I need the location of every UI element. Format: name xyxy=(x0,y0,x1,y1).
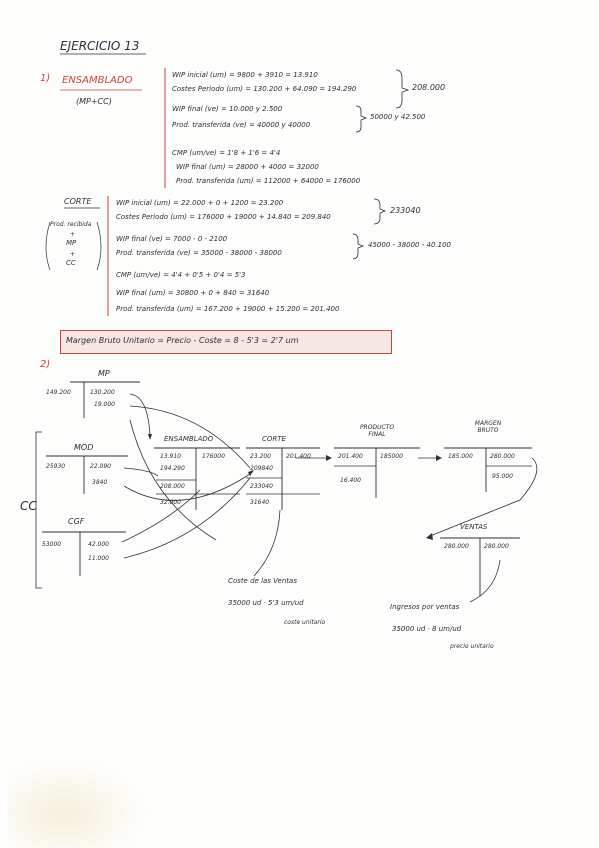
ensamblado-line: WIP final (ve) = 10.000 y 2.500 xyxy=(172,105,283,113)
coste-ventas-note: coste unitario xyxy=(284,619,326,626)
ensamblado-debit: 13.910 xyxy=(160,453,181,460)
ensamblado-credit: 176000 xyxy=(202,453,225,460)
margin-highlight xyxy=(60,330,392,354)
ensamblado-line: Prod. transferida (um) = 112000 + 64000 … xyxy=(176,177,361,185)
ensamblado-line: Costes Periodo (um) = 130.200 + 64.090 =… xyxy=(172,85,357,93)
producto-final-credit: 185000 xyxy=(380,453,403,460)
corte-line: Costes Periodo (um) = 176000 + 19000 + 1… xyxy=(116,213,331,221)
corte-line: WIP final (um) = 30800 + 0 + 840 = 31640 xyxy=(116,289,270,297)
producto-final-debit: 201.400 xyxy=(338,453,363,460)
corte-side-line: MP xyxy=(66,239,77,247)
corte-units: 45000 - 38000 - 40.100 xyxy=(368,241,451,249)
mod-debit: 25930 xyxy=(46,463,66,470)
ventas-account-title: VENTAS xyxy=(460,523,488,531)
mp-debit: 149.200 xyxy=(46,389,71,396)
margen-bruto-account-title: MARGEN BRUTO xyxy=(474,420,502,435)
mod-credit: 22.090 xyxy=(90,463,111,470)
coste-ventas-formula: 35000 ud · 5'3 um/ud xyxy=(228,599,304,607)
ensamblado-account-title: ENSAMBLADO xyxy=(164,435,214,443)
corte-debit: 233040 xyxy=(250,483,273,490)
mp-account-title: MP xyxy=(98,369,110,378)
ensamblado-debit: 32.000 xyxy=(160,499,181,506)
ensamblado-total: 208.000 xyxy=(412,83,446,92)
corte-side-line: + xyxy=(70,251,76,258)
part1-number: 1) xyxy=(40,73,51,84)
ensamblado-line: CMP (um/ve) = 1'8 + 1'6 = 4'4 xyxy=(172,149,281,157)
corte-side-line: CC xyxy=(66,259,76,267)
margen-bruto-credit: 280.000 xyxy=(490,453,515,460)
ensamblado-subheading: (MP+CC) xyxy=(76,97,112,106)
coste-ventas-label: Coste de las Ventas xyxy=(228,577,297,585)
ensamblado-line: Prod. transferida (ve) = 40000 y 40000 xyxy=(172,121,311,129)
exercise-title: EJERCICIO 13 xyxy=(60,39,140,53)
ventas-credit: 280.000 xyxy=(484,543,509,550)
corte-heading: CORTE xyxy=(64,197,92,206)
ensamblado-debit: 194.290 xyxy=(160,465,185,472)
producto-final-debit: 16.400 xyxy=(340,477,361,484)
corte-line: WIP final (ve) = 7000 - 0 - 2100 xyxy=(116,235,228,243)
corte-credit: 201.400 xyxy=(286,453,311,460)
ingresos-ventas-formula: 35000 ud · 8 um/ud xyxy=(392,625,462,633)
mod-credit: 3840 xyxy=(92,479,108,486)
margen-bruto-debit: 185.000 xyxy=(448,453,473,460)
corte-side-line: Prod. recibida xyxy=(50,221,92,228)
corte-debit: 23.200 xyxy=(250,453,271,460)
ensamblado-line: WIP inicial (um) = 9800 + 3910 = 13.910 xyxy=(172,71,318,79)
margen-bruto-credit: 95.000 xyxy=(492,473,513,480)
corte-debit: 31640 xyxy=(250,499,270,506)
cgf-debit: 53000 xyxy=(42,541,62,548)
mp-credit: 19.000 xyxy=(94,401,115,408)
ingresos-ventas-label: Ingresos por ventas xyxy=(390,603,460,611)
corte-line: Prod. transferida (ve) = 35000 - 38000 -… xyxy=(116,249,282,257)
cgf-credit: 42.000 xyxy=(88,541,109,548)
margin-formula: Margen Bruto Unitario = Precio - Coste =… xyxy=(66,336,299,345)
mod-account-title: MOD xyxy=(74,443,94,452)
ventas-debit: 280.000 xyxy=(444,543,469,550)
cgf-account-title: CGF xyxy=(68,517,85,526)
corte-side-line: + xyxy=(70,231,76,238)
corte-debit: 209840 xyxy=(250,465,273,472)
ingresos-ventas-note: precio unitario xyxy=(450,643,494,650)
cc-label: CC xyxy=(20,499,37,513)
cgf-credit: 11.000 xyxy=(88,555,109,562)
mp-credit: 130.200 xyxy=(90,389,115,396)
corte-line: Prod. transferida (um) = 167.200 + 19000… xyxy=(116,305,340,313)
corte-account-title: CORTE xyxy=(262,435,286,443)
ensamblado-heading: ENSAMBLADO xyxy=(62,75,133,86)
corte-line: CMP (um/ve) = 4'4 + 0'5 + 0'4 = 5'3 xyxy=(116,271,246,279)
corte-line: WIP inicial (um) = 22.000 + 0 + 1200 = 2… xyxy=(116,199,284,207)
producto-final-account-title: PRODUCTO FINAL xyxy=(359,424,395,439)
corte-total: 233040 xyxy=(390,206,421,215)
part2-number: 2) xyxy=(40,359,51,370)
ensamblado-debit: 208.000 xyxy=(160,483,185,490)
ensamblado-units: 50000 y 42.500 xyxy=(370,113,426,121)
paper-stain xyxy=(8,760,148,848)
ensamblado-line: WIP final (um) = 28000 + 4000 = 32000 xyxy=(176,163,319,171)
